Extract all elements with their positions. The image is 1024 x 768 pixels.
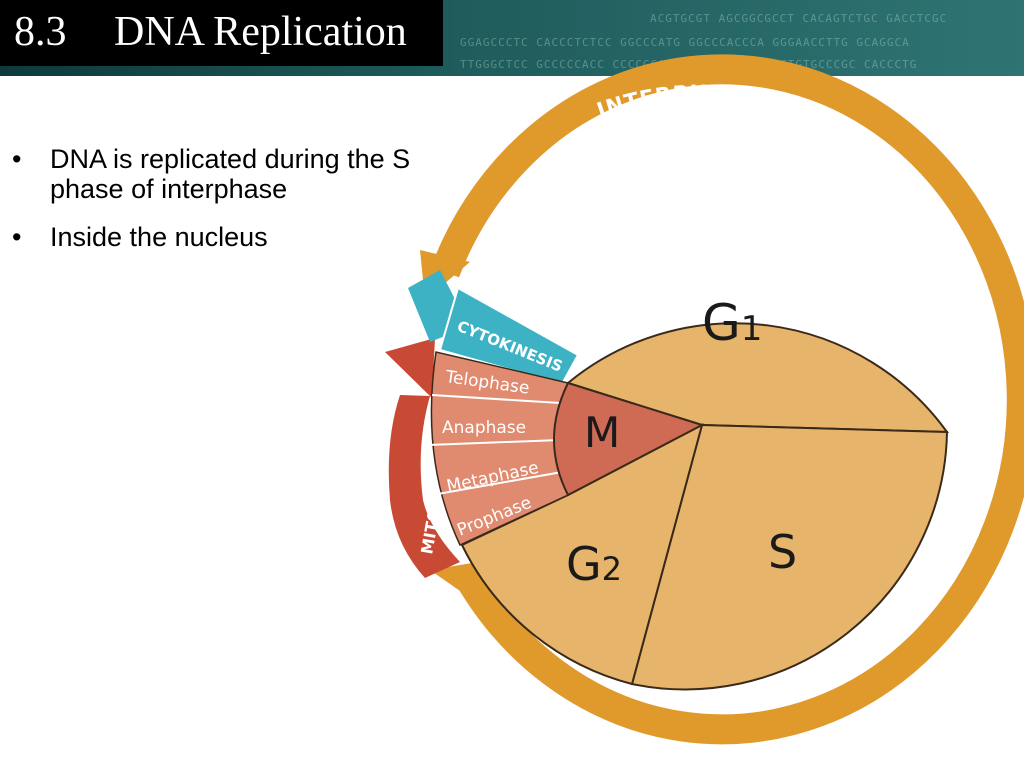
bullet-dot-icon: • bbox=[12, 222, 22, 252]
slide-header: ACGTGCGT AGCGGCGCCT CACAGTCTGC GACCTCGC … bbox=[0, 0, 1024, 76]
title-text: DNA Replication bbox=[114, 9, 407, 55]
s-label: S bbox=[768, 525, 797, 579]
subphase-band bbox=[430, 351, 569, 546]
bullet-item: • DNA is replicated during the S phase of… bbox=[12, 144, 482, 204]
bullet-text: DNA is replicated during the S phase of … bbox=[50, 144, 411, 204]
title-number: 8.3 bbox=[14, 9, 67, 55]
bullet-list: • DNA is replicated during the S phase of… bbox=[12, 144, 482, 270]
g2-label: G2 bbox=[566, 537, 622, 591]
subphase-divider bbox=[427, 439, 561, 446]
m-wedge bbox=[553, 381, 705, 497]
m-label: M bbox=[584, 408, 620, 457]
s-wedge bbox=[630, 423, 949, 691]
interphase-arc bbox=[430, 54, 1024, 745]
bullet-text: Inside the nucleus bbox=[50, 222, 268, 252]
slide-title: 8.3 DNA Replication bbox=[14, 8, 407, 56]
subphase-label-anaphase: Anaphase bbox=[442, 418, 526, 438]
sequence-line: GGAGCCCTC CACCCTCTCC GGCCCATG GGCCCACCCA… bbox=[460, 36, 910, 49]
mitosis-band bbox=[388, 395, 460, 578]
mitosis-arrowhead bbox=[385, 338, 435, 398]
subphase-divider bbox=[431, 394, 561, 404]
interphase-arrowhead-bottom bbox=[430, 560, 490, 605]
title-box: 8.3 DNA Replication bbox=[0, 0, 443, 66]
bullet-dot-icon: • bbox=[12, 144, 22, 174]
bullet-item: • Inside the nucleus bbox=[12, 222, 482, 252]
g1-wedge bbox=[565, 322, 949, 434]
g2-wedge bbox=[460, 423, 704, 686]
mitosis-arrow bbox=[385, 338, 460, 578]
g1-label: G1 bbox=[702, 294, 762, 352]
subphase-divider bbox=[431, 471, 563, 496]
sequence-line: ACGTGCGT AGCGGCGCCT CACAGTCTGC GACCTCGC bbox=[650, 12, 948, 25]
